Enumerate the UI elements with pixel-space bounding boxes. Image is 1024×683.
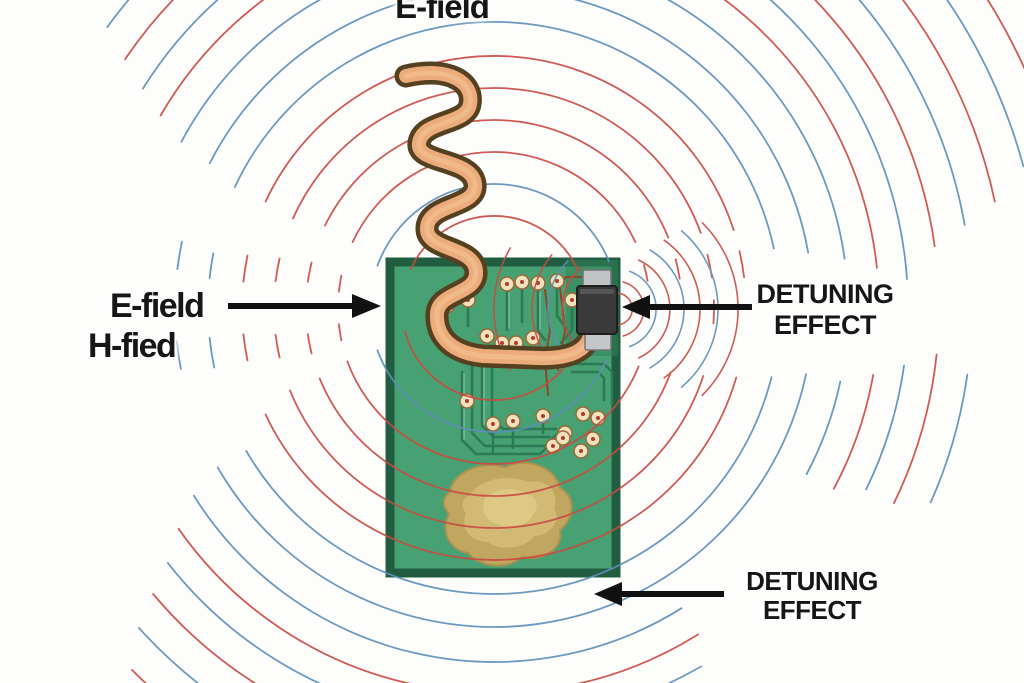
e-field-line [131,669,147,683]
h-field-line [208,252,215,279]
e-field-line [242,254,249,283]
bottom-arrow [594,582,724,606]
component-body-highlight [580,289,614,294]
solder-pad [505,413,521,429]
e-field-line [306,261,313,283]
e-field-line [242,333,249,362]
solder-pad [575,406,591,422]
label-effect-line2: EFFECT [762,595,862,625]
e-field-line [986,0,1024,70]
e-field-line [264,376,738,561]
e-field-line [289,375,705,529]
e-field-line [706,253,713,279]
e-field-line [318,371,672,497]
e-field-line [351,151,637,243]
h-field-line [865,364,905,491]
e-field-line [152,593,257,683]
solder-pad [525,330,541,346]
e-field-line [306,333,313,355]
e-field-line [338,323,343,342]
antenna-trace [394,61,606,370]
e-field-line [264,55,735,231]
flux-blob [442,461,573,567]
right-arrow [622,295,752,319]
h-field-line [929,373,969,504]
label-detuning-effect-right: DETUNING EFFECT [745,279,905,341]
h-field-line [176,240,183,270]
label-e-field-left: E-field [110,287,205,325]
h-field-line [180,0,846,260]
antenna-highlight [403,70,597,361]
h-field-line [946,0,1024,168]
e-field-line [338,274,343,293]
e-field-line [833,374,875,490]
callout-arrows [228,294,752,606]
label-e-field-top: E-field [395,0,490,25]
e-field-line [274,333,281,359]
h-field-line [245,376,773,595]
solder-pad [479,328,495,344]
solder-pad [485,416,501,432]
solder-pad [573,443,589,459]
h-field-line [175,340,182,370]
e-field-line [404,330,579,401]
e-field-line [901,0,996,203]
e-field-line [712,299,715,325]
h-field-line [216,373,807,628]
label-h-field-left: H-fied [88,327,177,365]
e-field-line [643,264,649,282]
label-detuning-line1: DETUNING [756,279,895,309]
e-field-line [124,0,936,247]
label-detuning-line1: DETUNING [746,566,878,596]
h-field-line [106,0,966,226]
h-field-line [166,562,702,683]
solder-pad [514,274,530,290]
e-field-line [893,353,938,504]
h-field-line [376,349,608,433]
e-field-line [346,360,640,465]
label-effect-line2: EFFECT [774,310,877,340]
solder-pad [555,430,571,446]
e-field-line [674,258,681,280]
e-field-line [738,250,745,279]
h-field-line [805,380,842,476]
smd-component [576,269,618,351]
label-detuning-effect-bottom: DETUNING EFFECT [732,567,892,625]
h-field-line [142,0,908,280]
e-field-line [177,527,699,683]
solder-pad [590,410,606,426]
solder-pads [439,273,606,459]
field-lines [106,0,1024,683]
h-field-line [208,337,216,369]
solder-pad [585,431,601,447]
h-field-line [208,0,810,254]
solder-pad [535,408,551,424]
h-field-line [192,494,683,663]
h-field-line [376,183,610,267]
e-field-line [292,87,702,234]
h-field-line [233,21,775,250]
e-field-line [324,119,670,239]
solder-pad [499,276,515,292]
e-field-line [159,0,878,269]
e-field-line [274,257,281,283]
left-arrow [228,294,381,318]
component-body [576,285,618,335]
